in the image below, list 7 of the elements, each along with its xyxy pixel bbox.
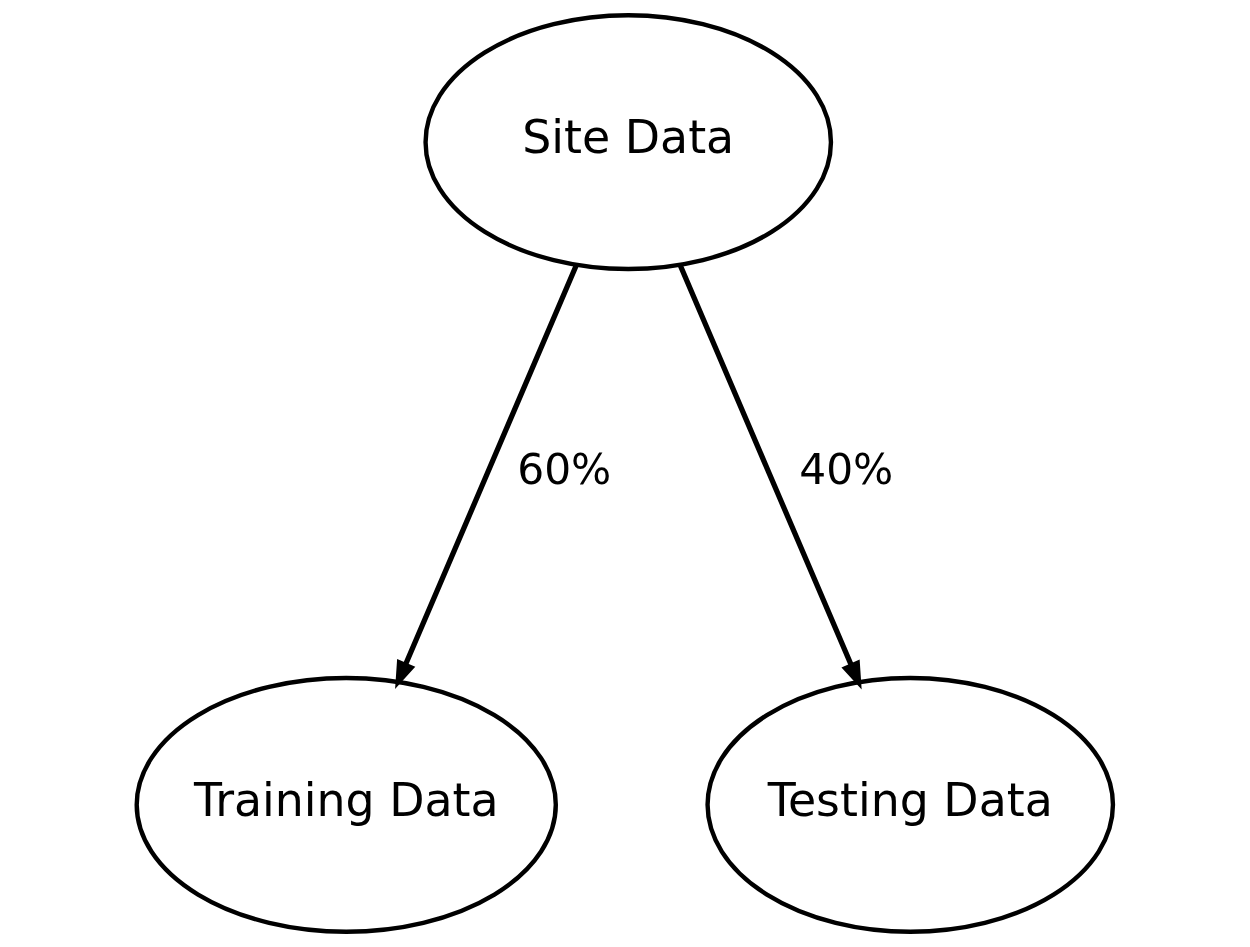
- edge-label: 60%: [517, 445, 612, 495]
- edge-label: 40%: [799, 445, 894, 495]
- node-ellipse: Testing Data: [705, 675, 1116, 934]
- arrow: [677, 264, 862, 690]
- arrow: [395, 264, 579, 689]
- node-ellipse: Site Data: [423, 13, 834, 272]
- node-ellipse: Training Data: [134, 675, 558, 934]
